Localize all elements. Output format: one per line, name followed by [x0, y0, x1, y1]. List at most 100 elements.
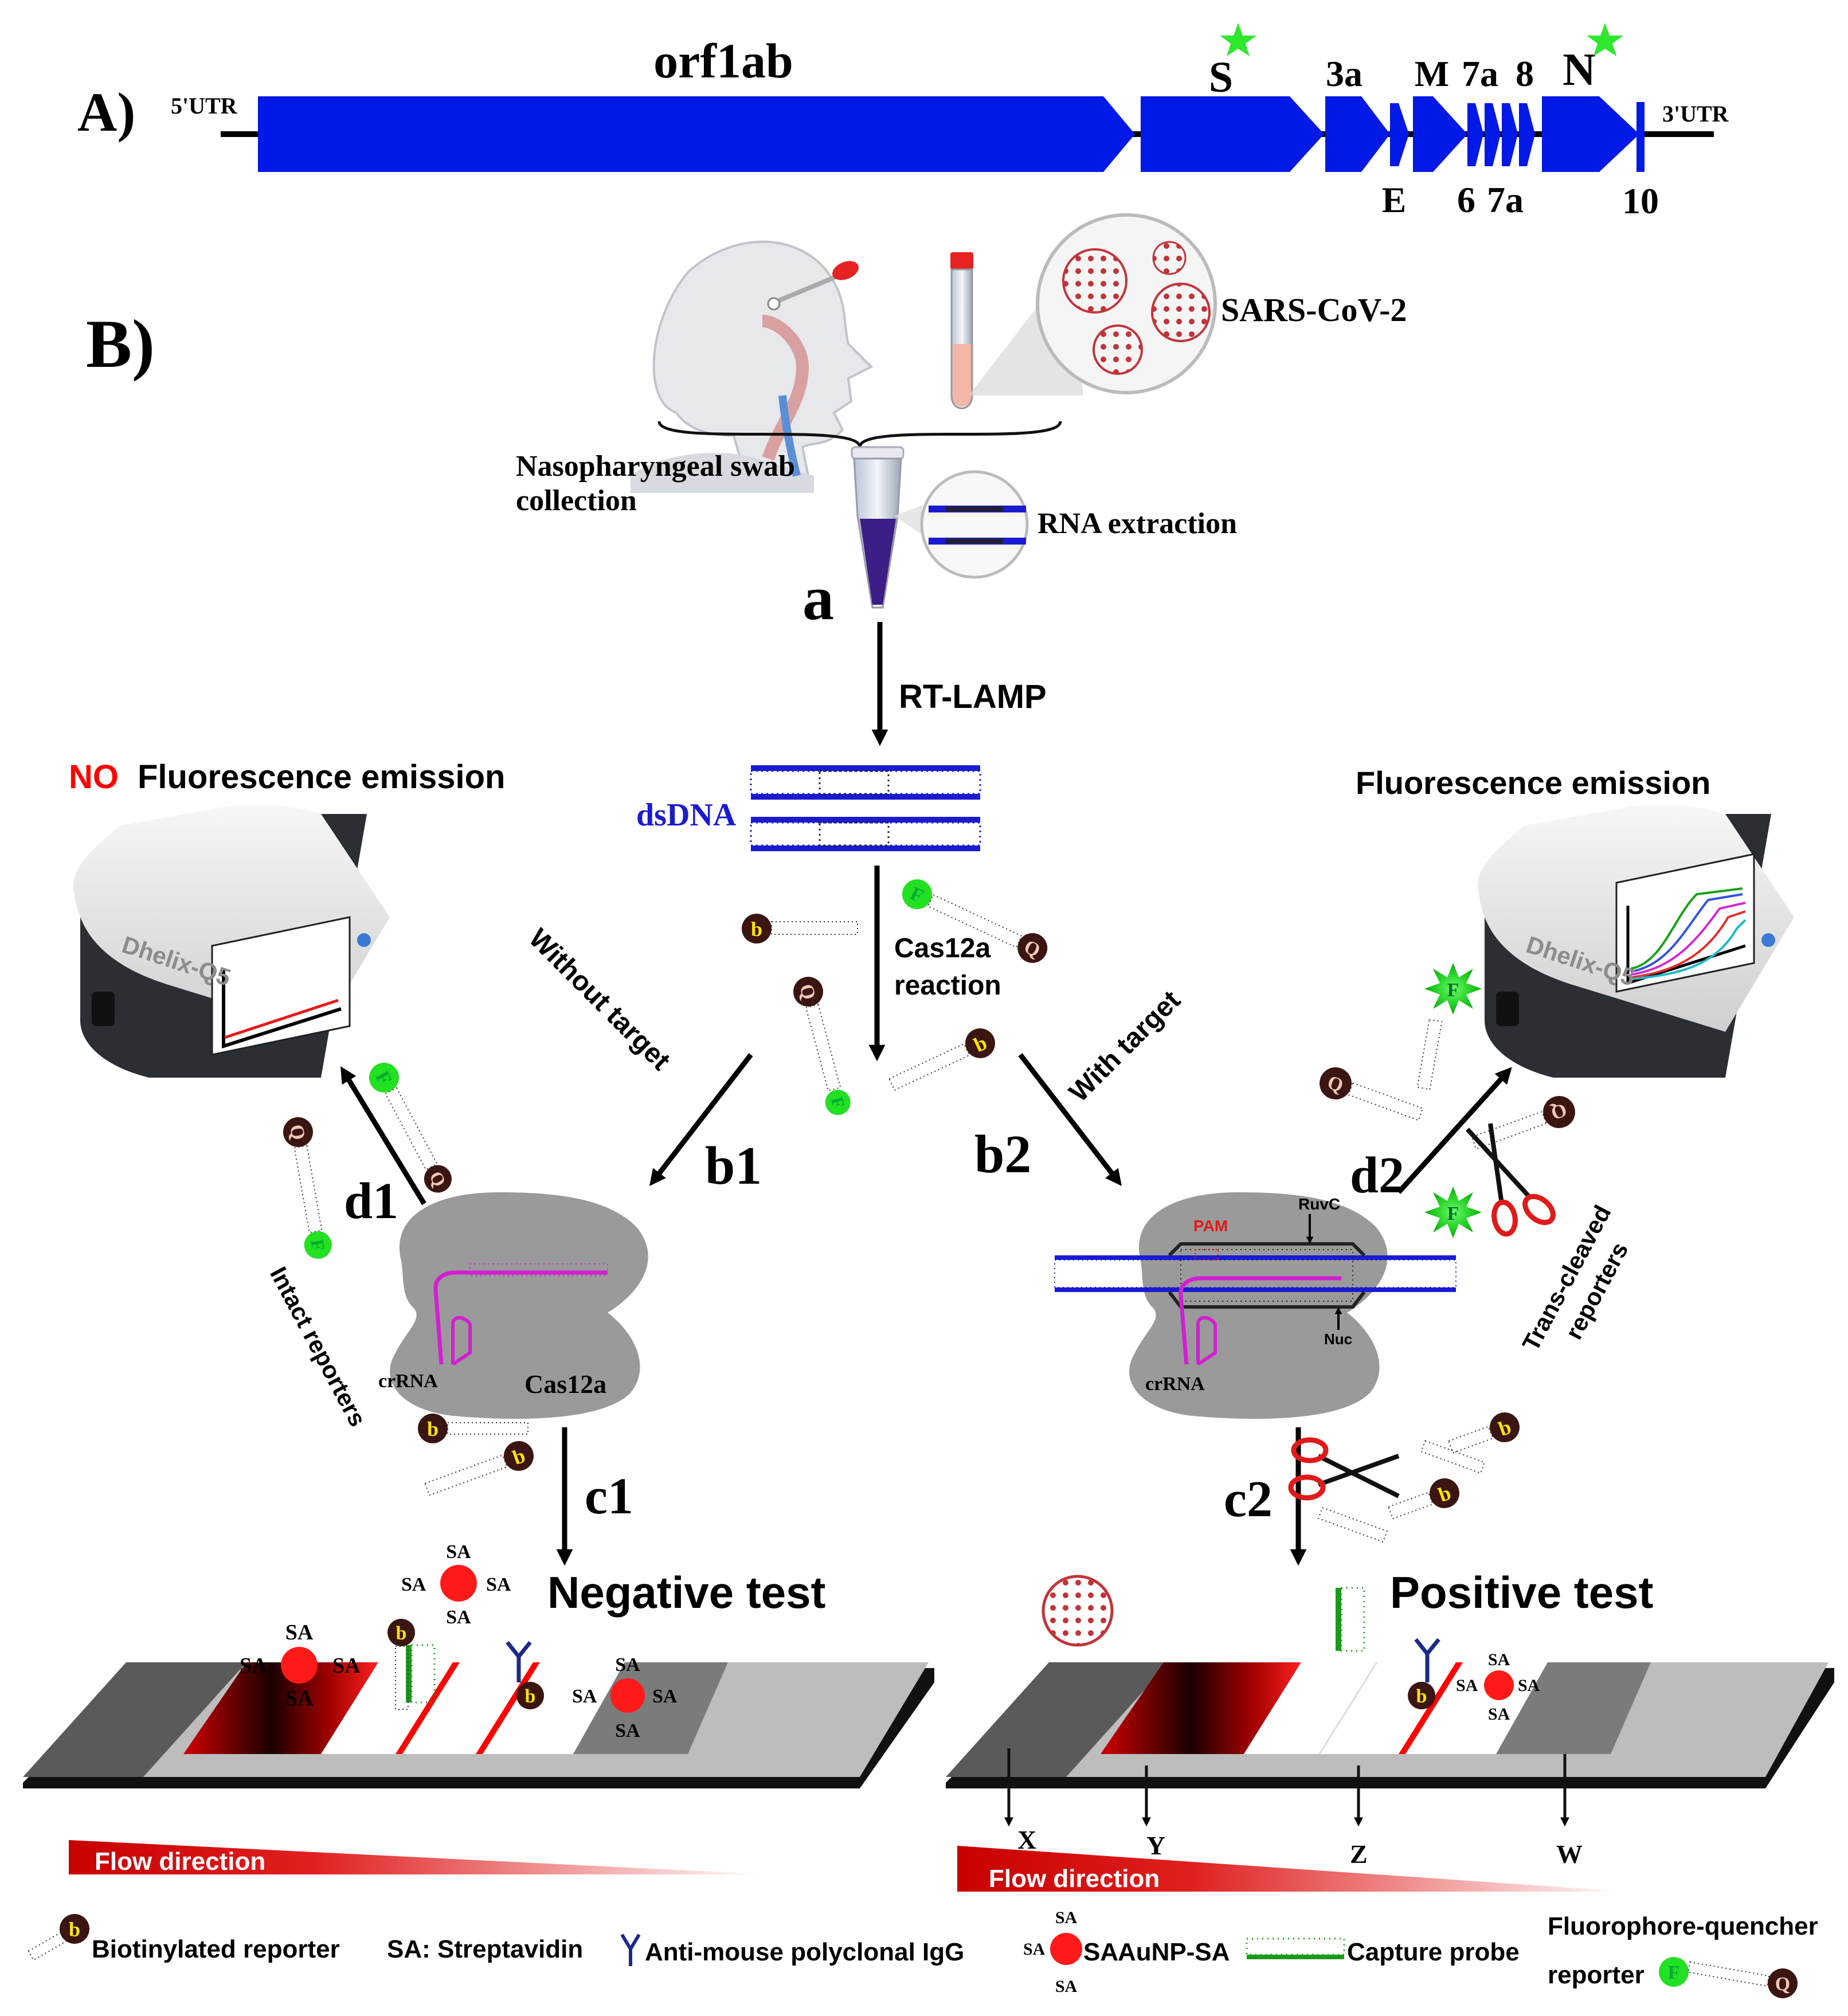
- igg-antibody-icon: [506, 1641, 532, 1682]
- negative-test-label: Negative test: [547, 1567, 826, 1618]
- crrna-strand-right: [1179, 1276, 1341, 1365]
- tube-medium-icon: [953, 344, 971, 407]
- star-icon-n: [1587, 23, 1623, 56]
- svg-text:b: b: [1416, 1686, 1427, 1707]
- cas12a-reaction-line2: reaction: [894, 970, 1001, 1001]
- biotin-reporter-icon: b: [1447, 1412, 1520, 1454]
- svg-text:SA: SA: [1055, 1977, 1078, 1996]
- sample-pad: [23, 1662, 246, 1777]
- svg-text:Q: Q: [1775, 1974, 1790, 1995]
- quencher-fragment-icon: Q: [1471, 1096, 1575, 1150]
- virus-particle-icon: [1062, 248, 1127, 314]
- intact-reporters-label: Intact reporters: [265, 1262, 371, 1431]
- flat-fluorescence-curve: [224, 999, 339, 1039]
- rna-bubble-icon: [920, 470, 1029, 579]
- step-d1-label: d1: [344, 1173, 398, 1230]
- legend-sa-label: SA: Streptavidin: [387, 1935, 583, 1963]
- panel-b-sample: B) SARS-CoV-2 Nasopharyngeal swab collec…: [86, 213, 1407, 609]
- trachea-icon: [778, 395, 801, 477]
- step-b1-label: b1: [705, 1136, 762, 1196]
- crrna-hairpin-right: [1196, 1316, 1217, 1366]
- amplification-curve: [1630, 902, 1746, 976]
- tube-cap-icon: [950, 252, 973, 269]
- negative-test-strip: b SA SA SA SA SA SA SA SA b SA SA SA SA: [23, 1541, 934, 1876]
- legend-fq-line2: reporter: [1548, 1961, 1645, 1989]
- aunp-sa-icon: SA SA SA SA: [1456, 1650, 1540, 1724]
- gene-7a-bottom-label: 7a: [1487, 179, 1524, 220]
- utr5-label: 5'UTR: [171, 93, 238, 119]
- cleaved-fragment-icon: [1420, 1440, 1486, 1474]
- svg-text:b: b: [69, 1918, 80, 1941]
- conjugate-pad: [1101, 1662, 1301, 1754]
- arrow-d1: [340, 1066, 426, 1205]
- biotin-reporter-icon: b: [424, 1441, 534, 1496]
- curve-axes-right: [1626, 906, 1746, 985]
- star-icon-s: [1220, 23, 1256, 56]
- swab-end-icon: [767, 297, 781, 311]
- svg-text:SA: SA: [652, 1686, 678, 1707]
- legend-aunp-label: AuNP-SA: [1118, 1938, 1230, 1966]
- dsdna-label: dsDNA: [636, 797, 737, 833]
- amplification-curve: [1630, 910, 1746, 978]
- svg-text:SA: SA: [285, 1620, 314, 1645]
- capture-probe-icon: [1336, 1587, 1365, 1652]
- crrna-hairpin-left: [451, 1316, 472, 1366]
- svg-text:b: b: [396, 1623, 407, 1644]
- gene-8-label: 8: [1516, 53, 1534, 94]
- svg-text:SA: SA: [446, 1541, 471, 1563]
- flow-direction-bar-right: [957, 1846, 1628, 1892]
- legend-capture-icon: [1246, 1937, 1345, 1959]
- arrow-b1: [649, 1053, 753, 1187]
- biotin-reporter-icon: b: [387, 1619, 415, 1710]
- biotin-reporter-icon: b: [1387, 1478, 1459, 1520]
- crrna-teeth-left: [469, 1263, 608, 1276]
- virus-particle-icon: [1093, 324, 1143, 375]
- label-y: Y: [1146, 1831, 1165, 1860]
- svg-text:SA: SA: [332, 1654, 361, 1678]
- svg-text:SA: SA: [486, 1574, 511, 1595]
- gene-6-block: [1467, 103, 1483, 166]
- biotin-reporter-icon: b: [888, 1028, 995, 1091]
- svg-text:SA: SA: [615, 1654, 640, 1676]
- dsdna-icon: [750, 765, 981, 851]
- crrna-label-left: crRNA: [378, 1371, 438, 1392]
- label-w: W: [1556, 1839, 1583, 1869]
- biotin-reporter-icon: b: [1408, 1682, 1435, 1709]
- svg-text:SA: SA: [240, 1654, 268, 1678]
- dhelix-device-right: Dhelix-Q5: [1478, 804, 1794, 1078]
- aunp-sa-icon: SA SA SA SA: [572, 1654, 678, 1741]
- amplification-curve: [1630, 887, 1743, 970]
- svg-text:F: F: [1447, 1203, 1459, 1224]
- legend-aunp-sa-prefix: SA: [1083, 1938, 1118, 1966]
- amplification-curve: [1630, 893, 1743, 973]
- svg-text:SA: SA: [1055, 1908, 1078, 1927]
- gene-s-block: [1141, 96, 1324, 172]
- swab-caption-line1: Nasopharyngeal swab: [516, 450, 795, 483]
- target-dsdna-icon: [1054, 1242, 1457, 1309]
- no-fluorescence-label: Fluorescence emission: [138, 758, 505, 796]
- fq-reporter-icon: F Q: [369, 1063, 452, 1193]
- gene-7a-block: [1485, 103, 1501, 166]
- panel-a-label: A): [77, 81, 135, 143]
- gene-3a-block: [1325, 96, 1390, 172]
- absorbent-pad: [573, 1662, 728, 1754]
- control-line-positive: [1399, 1662, 1463, 1754]
- igg-antibody-icon: [1414, 1638, 1440, 1682]
- legend-biotin-icon: b: [28, 1914, 89, 1961]
- legend: b Biotinylated reporter SA: Streptavidin…: [28, 1908, 1818, 1998]
- gene-7b-block: [1502, 103, 1518, 166]
- rt-lamp-label: RT-LAMP: [899, 678, 1047, 715]
- panel-b-label: B): [86, 306, 155, 382]
- test-line-negative: [396, 1662, 460, 1754]
- svg-text:F: F: [1447, 980, 1459, 1001]
- without-target-label: Without target: [523, 923, 676, 1076]
- sample-pad: [946, 1662, 1169, 1777]
- legend-capture-label: Capture probe: [1347, 1938, 1520, 1966]
- flow-direction-label-left: Flow direction: [95, 1847, 265, 1876]
- legend-biotin-label: Biotinylated reporter: [92, 1935, 340, 1963]
- biotin-reporter-icon: b: [742, 914, 858, 944]
- svg-text:b: b: [525, 1686, 536, 1707]
- legend-igg-label: Anti-mouse polyclonal IgG: [645, 1938, 964, 1966]
- eppendorf-cap-icon: [851, 446, 905, 460]
